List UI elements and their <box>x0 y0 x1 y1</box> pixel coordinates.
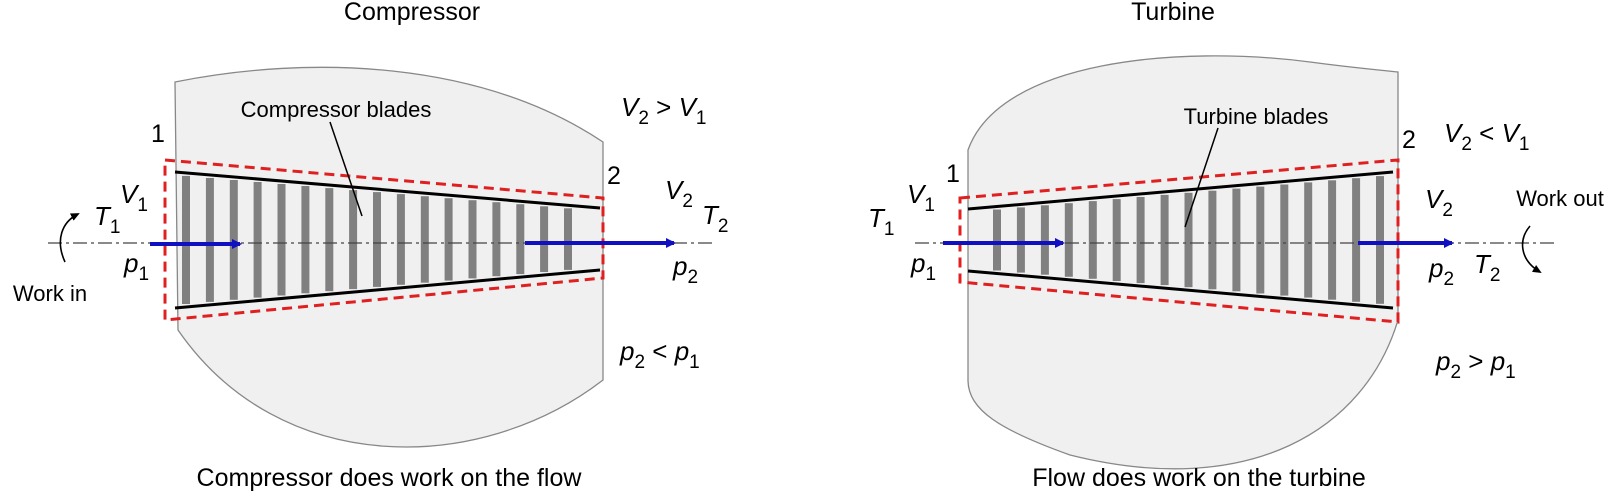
turbine-blade <box>1016 207 1025 273</box>
compressor-blade <box>301 186 310 294</box>
compressor-panel: Compressor Compressor blades 1 2 V2 > V1… <box>13 0 729 492</box>
turbine-panel: Turbine Turbine blades 1 2 V2 < V1 p2 > … <box>868 0 1604 492</box>
turbine-blade <box>1040 205 1049 275</box>
compressor-station-1: 1 <box>151 120 165 148</box>
turbine-outlet-pressure: p2 <box>1428 253 1454 290</box>
compressor-work-in-arrow <box>59 213 80 263</box>
turbine-blade <box>1256 186 1265 294</box>
compressor-blade <box>444 198 453 281</box>
turbine-blade <box>1112 199 1121 281</box>
compressor-outlet-pressure: p2 <box>672 251 698 288</box>
turbine-station-2: 2 <box>1402 126 1416 154</box>
compressor-blade <box>253 182 262 298</box>
turbine-blade-row <box>993 176 1384 304</box>
turbine-blade <box>1232 188 1241 292</box>
turbine-outlet-velocity: V2 <box>1425 184 1453 221</box>
compressor-blade <box>182 175 190 304</box>
turbine-blade <box>1184 192 1193 288</box>
turbine-blade <box>993 209 1001 271</box>
turbine-blade <box>1376 176 1384 304</box>
turbine-inlet-velocity: V1 <box>907 179 935 216</box>
compressor-blade <box>229 180 238 300</box>
turbine-inlet-pressure: p1 <box>910 248 936 285</box>
turbine-blade <box>1064 203 1073 277</box>
turbine-velocity-relation: V2 < V1 <box>1444 118 1529 155</box>
turbine-blade <box>1088 201 1097 279</box>
compressor-pressure-relation: p2 < p1 <box>619 336 700 373</box>
turbine-inlet-temperature: T1 <box>868 203 894 240</box>
compressor-blade <box>516 204 525 275</box>
compressor-work-label: Work in <box>13 281 87 306</box>
turbine-title: Turbine <box>1131 0 1215 26</box>
compressor-station-2: 2 <box>607 162 621 190</box>
compressor-outlet-velocity: V2 <box>665 175 693 212</box>
turbine-blade <box>1352 178 1361 302</box>
compressor-blade-row <box>182 175 572 304</box>
compressor-blade <box>373 192 381 287</box>
compressor-velocity-relation: V2 > V1 <box>621 92 706 129</box>
turbine-blades-leader <box>1184 127 1219 228</box>
turbine-outlet-temperature: T2 <box>1474 249 1500 286</box>
turbine-caption: Flow does work on the turbine <box>1032 464 1366 492</box>
turbine-work-label: Work out <box>1516 186 1604 211</box>
compressor-blade <box>205 178 214 302</box>
turbine-blade <box>1280 184 1289 296</box>
compressor-blades-leader <box>329 121 363 217</box>
compressor-hub-top <box>174 170 601 210</box>
turbine-work-out-arrow <box>1521 225 1542 274</box>
compressor-caption: Compressor does work on the flow <box>197 464 583 492</box>
turbine-blade <box>1136 197 1145 284</box>
compressor-blade <box>325 188 334 292</box>
compressor-outlet-temperature: T2 <box>702 200 728 237</box>
turbine-blade <box>1304 182 1313 298</box>
compressor-blade <box>349 190 358 290</box>
compressor-blade <box>492 202 501 277</box>
compressor-blades-label: Compressor blades <box>241 97 432 122</box>
compressor-control-volume <box>163 158 605 322</box>
turbine-hub-top <box>967 170 1394 211</box>
compressor-inlet-velocity: V1 <box>120 179 148 216</box>
turbine-blade <box>1160 194 1169 286</box>
compressor-blade <box>420 196 429 283</box>
compressor-hub-bottom <box>174 268 601 310</box>
turbine-station-1: 1 <box>946 160 960 188</box>
compressor-inlet-temperature: T1 <box>94 201 120 238</box>
compressor-blade <box>277 184 286 296</box>
compressor-blade <box>564 208 572 270</box>
compressor-blade <box>468 200 477 279</box>
compressor-title: Compressor <box>344 0 480 26</box>
turbine-blades-label: Turbine blades <box>1184 104 1329 129</box>
turbine-blade <box>1328 180 1337 300</box>
turbine-hub-bottom <box>967 269 1394 310</box>
compressor-blade <box>396 194 405 285</box>
turbine-blade <box>1208 190 1217 290</box>
turbine-control-volume <box>958 158 1400 324</box>
turbine-pressure-relation: p2 > p1 <box>1435 346 1516 383</box>
compressor-inlet-pressure: p1 <box>123 248 149 285</box>
compressor-blade <box>540 206 549 272</box>
compressor-casing <box>174 66 604 448</box>
